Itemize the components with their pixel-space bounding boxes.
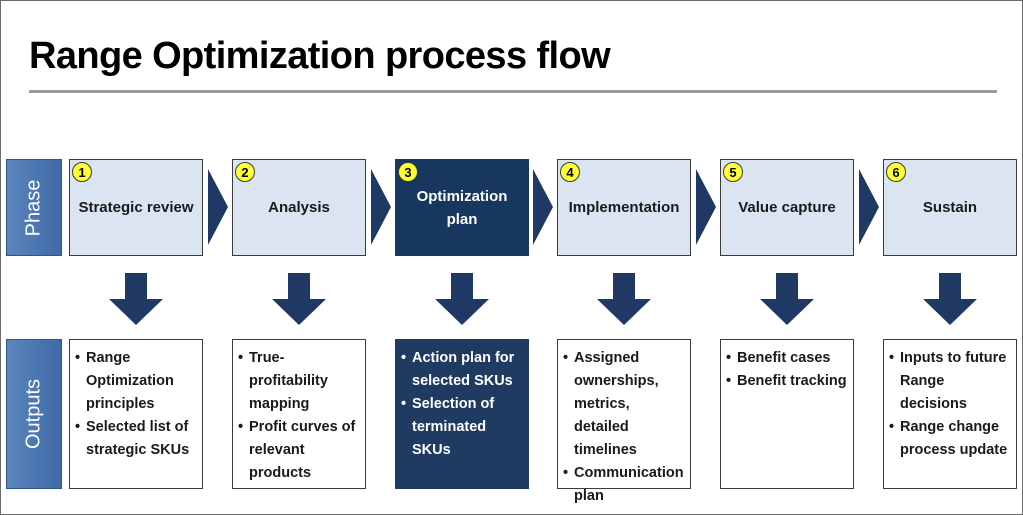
output-box-4: Assigned ownerships, metrics, detailed t… [557, 339, 691, 504]
outputs-row-label: Outputs [6, 339, 62, 489]
output-bullet: Selected list of strategic SKUs [75, 416, 199, 462]
arrow-down-icon [760, 273, 814, 325]
chevron-right-icon [696, 169, 716, 245]
output-box-3: Action plan for selected SKUs Selection … [395, 339, 529, 489]
output-bullet: Benefit tracking [726, 370, 850, 393]
chevron-right-icon [859, 169, 879, 245]
phase-box-4: 4 Implementation [557, 159, 691, 256]
output-bullet: Selection of terminated SKUs [401, 393, 525, 462]
output-bullet: Profit curves of relevant products [238, 416, 362, 485]
phase-number-badge: 6 [886, 162, 906, 182]
output-bullet: Benefit cases [726, 347, 850, 370]
phase-label: Sustain [922, 199, 978, 216]
slide-title: Range Optimization process flow [29, 35, 611, 77]
phase-box-3: 3 Optimization plan [395, 159, 529, 256]
output-bullet: Communication plan [563, 462, 687, 508]
output-bullet: Action plan for selected SKUs [401, 347, 525, 393]
arrow-down-icon [109, 273, 163, 325]
output-bullet: Assigned ownerships, metrics, detailed t… [563, 347, 687, 462]
arrow-down-icon [272, 273, 326, 325]
output-bullet: Inputs to future Range decisions [889, 347, 1013, 416]
phase-number-badge: 4 [560, 162, 580, 182]
phase-label: Value capture [738, 199, 836, 216]
phase-label: Analysis [268, 199, 330, 216]
outputs-row-label-text: Outputs [22, 378, 45, 450]
phase-box-2: 2 Analysis [232, 159, 366, 256]
output-bullet: True-profitability mapping [238, 347, 362, 416]
arrow-down-icon [435, 273, 489, 325]
output-bullet: Range Optimization principles [75, 347, 199, 416]
phase-number-badge: 2 [235, 162, 255, 182]
arrow-down-icon [923, 273, 977, 325]
phase-number-badge: 5 [723, 162, 743, 182]
arrow-down-icon [597, 273, 651, 325]
chevron-right-icon [371, 169, 391, 245]
output-box-1: Range Optimization principles Selected l… [69, 339, 203, 489]
phase-number-badge: 1 [72, 162, 92, 182]
output-bullet: Range change process update [889, 416, 1013, 462]
phase-label: Strategic review [78, 199, 194, 216]
phase-row-label-text: Phase [22, 179, 45, 236]
phase-label: Implementation [568, 199, 680, 216]
phase-row-label: Phase [6, 159, 62, 256]
chevron-right-icon [208, 169, 228, 245]
title-divider [29, 90, 997, 93]
phase-box-5: 5 Value capture [720, 159, 854, 256]
output-box-2: True-profitability mapping Profit curves… [232, 339, 366, 489]
phase-number-badge: 3 [398, 162, 418, 182]
phase-label: Optimization plan [416, 187, 508, 228]
phase-box-6: 6 Sustain [883, 159, 1017, 256]
chevron-right-icon [533, 169, 553, 245]
phase-box-1: 1 Strategic review [69, 159, 203, 256]
output-box-5: Benefit cases Benefit tracking [720, 339, 854, 489]
output-box-6: Inputs to future Range decisions Range c… [883, 339, 1017, 489]
